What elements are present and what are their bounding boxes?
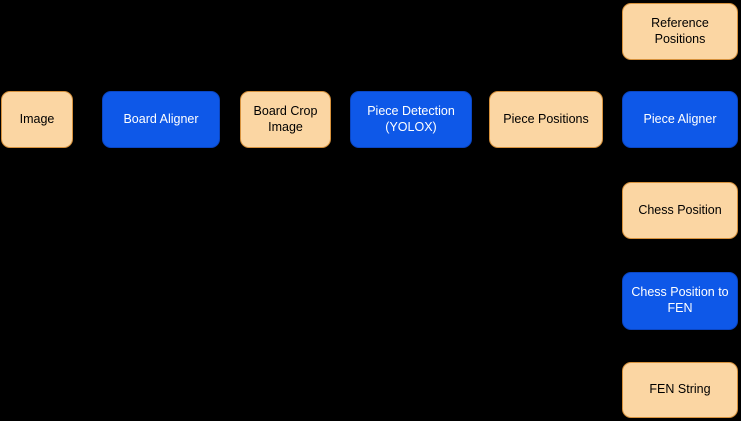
node-fen-string-label: FEN String	[649, 382, 711, 397]
node-reference-positions-label: Reference Positions	[651, 15, 709, 46]
node-board-crop-image-label: Board Crop Image	[253, 103, 318, 134]
node-board-aligner: Board Aligner	[102, 91, 220, 148]
node-reference-positions: Reference Positions	[622, 3, 738, 60]
node-chess-position-to-fen: Chess Position to FEN	[622, 272, 738, 330]
node-image: Image	[1, 91, 73, 148]
node-piece-aligner: Piece Aligner	[622, 91, 738, 148]
node-piece-detection-yolox-label: Piece Detection (YOLOX)	[367, 103, 455, 134]
node-piece-aligner-label: Piece Aligner	[643, 111, 717, 126]
node-piece-positions: Piece Positions	[489, 91, 603, 148]
node-piece-positions-label: Piece Positions	[503, 111, 589, 126]
node-image-label: Image	[19, 111, 55, 126]
node-board-crop-image: Board Crop Image	[240, 91, 331, 148]
node-chess-position-label: Chess Position	[638, 202, 722, 217]
node-fen-string: FEN String	[622, 362, 738, 418]
node-board-aligner-label: Board Aligner	[123, 111, 199, 126]
node-chess-position-to-fen-label: Chess Position to FEN	[631, 285, 729, 315]
node-chess-position: Chess Position	[622, 182, 738, 239]
node-piece-detection-yolox: Piece Detection (YOLOX)	[350, 91, 472, 148]
